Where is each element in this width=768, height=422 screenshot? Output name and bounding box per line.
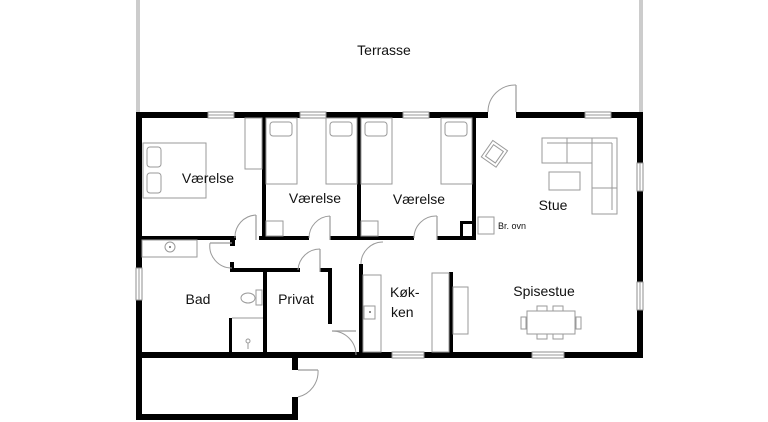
room-label-bad: Bad [186,291,211,307]
corner-sofa-icon [541,137,618,215]
room-label-kokken-2: ken [391,304,414,320]
terrace: Terrasse [136,0,643,112]
stove-label: Br. ovn [498,221,526,231]
nightstand-icon [360,220,379,237]
room-label-stue: Stue [539,197,568,213]
kitchen-counter-icon [362,274,382,353]
single-bed-icon [265,117,298,185]
interior-walls [136,112,476,354]
door-vaerelse-3[interactable] [413,215,438,240]
terrace-door[interactable] [487,84,517,119]
single-bed-icon [325,117,358,185]
room-label-privat: Privat [278,291,314,307]
double-bed-icon [142,142,207,199]
door-vaerelse-1[interactable] [234,214,257,240]
door-kokken[interactable] [360,241,384,265]
doors [209,214,438,398]
room-label-vaerelse-3: Værelse [393,191,445,207]
sideboard-icon [452,286,469,335]
room-label-vaerelse-2: Værelse [289,190,341,206]
windows [135,111,644,359]
door-corridor[interactable] [331,330,357,356]
room-label-kokken-1: Køk- [390,284,420,300]
shower-icon [232,317,263,349]
door-privat[interactable] [297,248,321,272]
room-labels: Værelse Værelse Værelse Stue Bad Privat … [182,170,575,320]
toilet-icon [240,289,263,306]
single-bed-icon [440,117,473,185]
wardrobe-icon [244,117,263,170]
room-label-vaerelse-1: Værelse [182,170,234,186]
exterior-walls [136,112,643,420]
door-vaerelse-2[interactable] [308,215,331,240]
wood-stove-icon [477,216,495,235]
terrace-label: Terrasse [357,42,411,58]
room-label-spisestue: Spisestue [513,283,575,299]
door-bad[interactable] [209,242,233,269]
nightstand-icon [265,220,284,237]
dining-table-icon [520,305,582,340]
sink-icon [141,239,198,258]
kitchen-island-icon [431,272,450,353]
furniture: Br. ovn [141,117,618,353]
coffee-table-icon [548,171,581,191]
single-bed-icon [360,117,393,185]
door-annex[interactable] [297,369,319,398]
armchair-icon [480,139,509,168]
